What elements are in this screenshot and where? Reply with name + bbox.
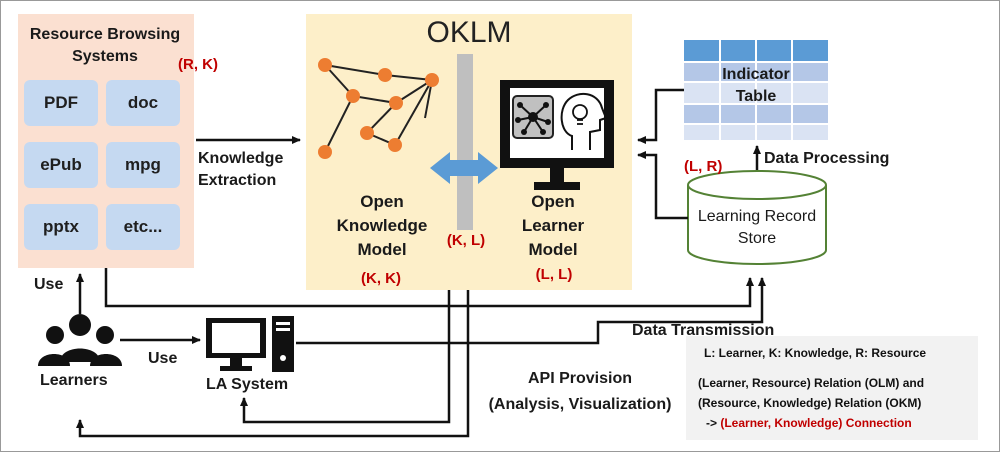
- use-la-label: Use: [148, 350, 178, 367]
- use-resource-label: Use: [34, 276, 64, 293]
- resource-to-lrs-line: [104, 268, 754, 308]
- api-to-la-arrow: [240, 290, 451, 424]
- oklm-divider-bar: [457, 54, 473, 230]
- table-to-oklm-arrow: [637, 88, 684, 144]
- oklm-title: OKLM: [426, 16, 512, 49]
- format-tile-etc: etc...: [106, 204, 180, 250]
- relation-l-l: (L, L): [535, 266, 573, 283]
- legend-line-4: -> (Learner, Knowledge) Connection: [706, 416, 912, 430]
- api-provision-label-2: (Analysis, Visualization): [488, 396, 672, 413]
- indicator-table-grid: [684, 40, 828, 140]
- la-to-lrs-line: [296, 277, 766, 345]
- lrs-to-oklm-arrow: [637, 151, 688, 220]
- api-provision-label-1: API Provision: [527, 370, 633, 387]
- knowledge-graph-nodes: [318, 58, 439, 159]
- legend-line-3: (Resource, Knowledge) Relation (OKM): [698, 396, 922, 410]
- lrs-cylinder: [687, 170, 827, 265]
- legend-line-4-prefix: ->: [706, 416, 721, 430]
- legend-line-2: (Learner, Resource) Relation (OLM) and: [698, 376, 925, 390]
- legend-connection-highlight: (Learner, Knowledge) Connection: [720, 416, 912, 430]
- format-tile-epub: ePub: [24, 142, 98, 188]
- format-tile-pptx: pptx: [24, 204, 98, 250]
- learner-monitor-icon: [500, 80, 614, 190]
- legend-line-1: L: Learner, K: Knowledge, R: Resource: [704, 346, 927, 360]
- legend-box: [686, 336, 978, 440]
- lrs-label: Learning Record Store: [697, 208, 817, 247]
- knowledge-extraction-label: Knowledge Extraction: [198, 150, 284, 189]
- data-processing-label: Data Processing: [764, 150, 890, 167]
- indicator-table-label: Indicator Table: [722, 66, 790, 105]
- resource-systems-title: Resource Browsing Systems: [29, 26, 181, 65]
- format-tile-pdf: PDF: [24, 80, 98, 126]
- relation-k-l: (K, L): [446, 232, 486, 249]
- format-tile-mpg: mpg: [106, 142, 180, 188]
- learners-icon: [38, 314, 122, 366]
- la-system-label: LA System: [206, 376, 289, 393]
- bidirectional-arrow-icon: [430, 152, 498, 184]
- la-system-computer-icon: [206, 316, 294, 372]
- relation-l-r: (L, R): [684, 158, 723, 175]
- data-transmission-label: Data Transmission: [632, 322, 775, 339]
- relation-k-k: (K, K): [361, 270, 401, 287]
- relation-r-k: (R, K): [178, 56, 218, 73]
- knowledge-graph-icon: [324, 64, 433, 153]
- open-knowledge-model-label: Open Knowledge Model: [336, 192, 428, 259]
- format-tile-doc: doc: [106, 80, 180, 126]
- api-to-learners-arrow: [76, 290, 470, 438]
- open-learner-model-label: Open Learner Model: [521, 192, 585, 259]
- learners-label: Learners: [40, 372, 108, 389]
